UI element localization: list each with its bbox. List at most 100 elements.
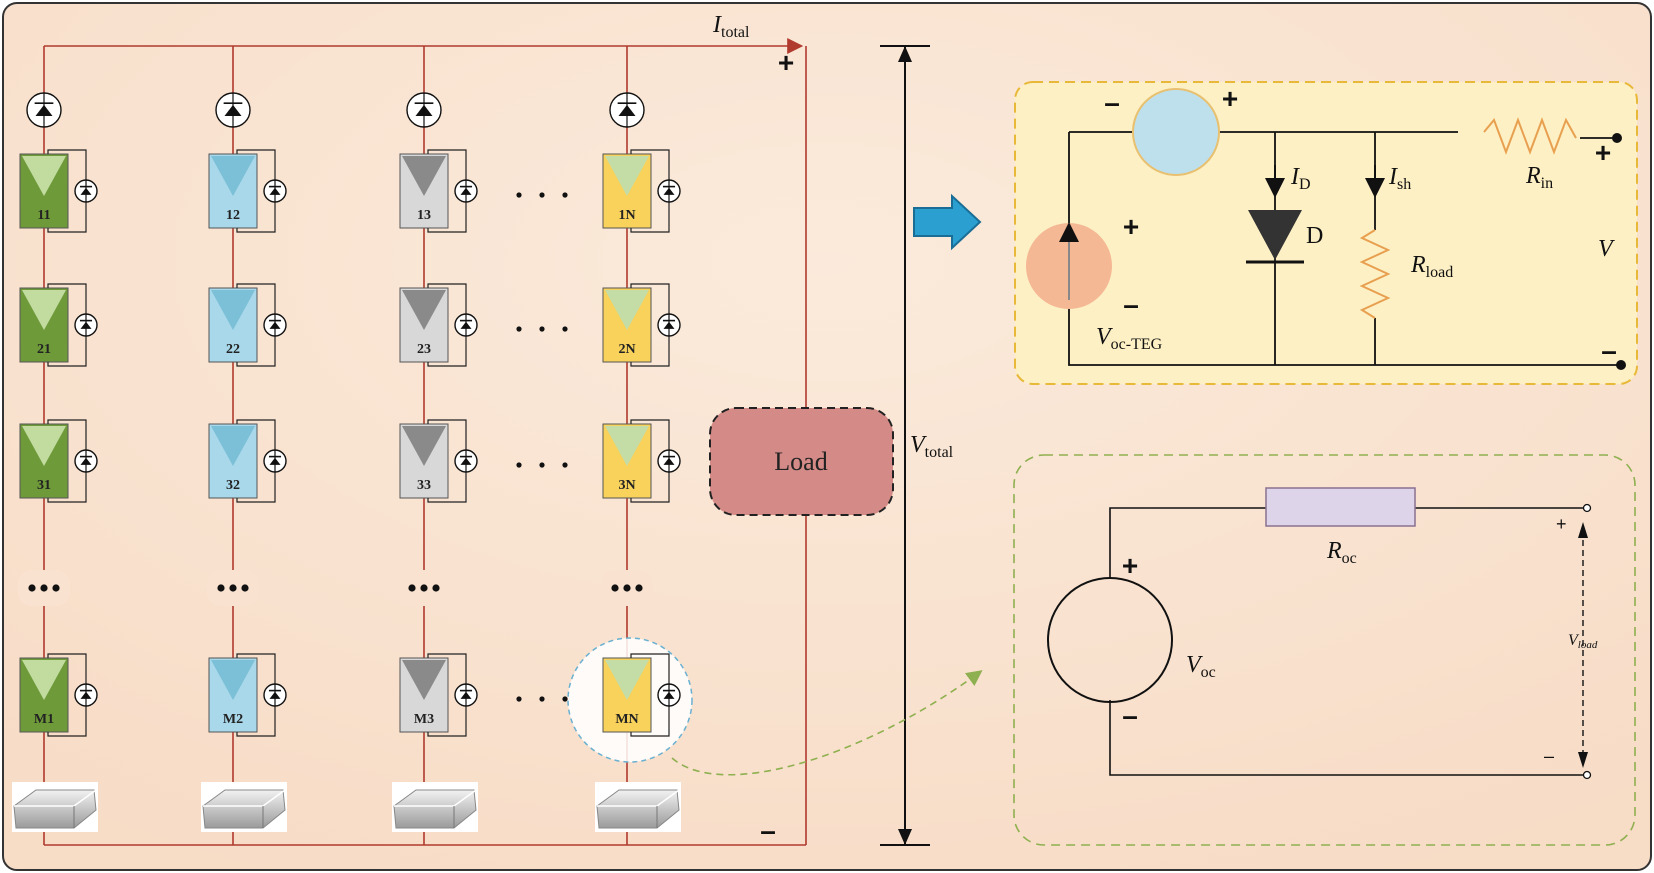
teg-cell-triangle <box>605 426 649 466</box>
teg-cell-32: 32 <box>208 419 287 503</box>
roc-label: Roc <box>1326 538 1357 567</box>
teg-cell-label: 13 <box>417 208 431 223</box>
load-box <box>709 407 894 516</box>
teg-cell-triangle <box>211 660 255 700</box>
teg-cell-label: M3 <box>414 712 434 727</box>
teg-cell-label: MN <box>615 712 638 727</box>
i-total-label: Itotal <box>712 12 750 41</box>
highlighted-teg-cell: MN <box>602 653 681 737</box>
series-source-circle <box>1132 88 1220 176</box>
teg-cell-M3: M3 <box>399 653 478 737</box>
bypass-diode-icon <box>454 449 478 473</box>
teg-cell-MN: MN <box>602 653 681 737</box>
teg-cell-22: 22 <box>208 283 287 367</box>
teg-cell-triangle <box>605 290 649 330</box>
rload-resistor-icon <box>1359 229 1391 319</box>
eq-bottom-wire <box>1109 700 1583 776</box>
row-ellipsis <box>207 570 259 606</box>
teg-cell-label: 3N <box>618 478 635 493</box>
eq-minus-sign: – <box>1544 746 1554 766</box>
blocking-diode-icon <box>215 92 251 128</box>
teg-bottom-wire <box>1068 132 1620 366</box>
eq-plus-terminal <box>1582 503 1592 513</box>
bypass-diode-icon <box>74 683 98 707</box>
equivalent-panel-border <box>1013 454 1636 846</box>
load-label: Load <box>774 447 827 476</box>
blue-arrow-icon <box>913 193 982 251</box>
teg-cell-label: 32 <box>226 478 240 493</box>
teg-cell-label: 22 <box>226 342 240 357</box>
ish-label: Ish <box>1388 164 1411 193</box>
teg-cell-label: 21 <box>37 342 51 357</box>
voc-teg-label: Voc-TEG <box>1096 324 1163 353</box>
voc-minus: – <box>1122 700 1138 731</box>
bypass-diode-icon <box>263 449 287 473</box>
series-plus: + <box>1222 83 1238 114</box>
source-plus: + <box>1123 211 1139 242</box>
teg-array: Itotal + – 112131M1122232M2132333M31N2N3… <box>12 12 983 846</box>
teg-cell-11: 11 <box>19 149 98 233</box>
blocking-diode-icon <box>26 92 62 128</box>
teg-cell-12: 12 <box>208 149 287 233</box>
rload-label: Rload <box>1410 252 1453 281</box>
teg-cell-M1: M1 <box>19 653 98 737</box>
diode-d-icon <box>1248 210 1302 260</box>
teg-cell-M2: M2 <box>208 653 287 737</box>
teg-cell-triangle <box>402 426 446 466</box>
teg-cell-label: 12 <box>226 208 240 223</box>
teg-module-image <box>392 782 478 832</box>
teg-cell-23: 23 <box>399 283 478 367</box>
v-label: V <box>1598 236 1615 262</box>
teg-cell-label: M2 <box>223 712 243 727</box>
eq-minus-terminal <box>1582 770 1592 780</box>
column-ellipsis <box>516 192 568 702</box>
teg-cell-triangle <box>211 290 255 330</box>
teg-minus-terminal <box>1616 360 1626 370</box>
v-total-bottom-arrowhead <box>898 829 912 845</box>
teg-cell-triangle <box>22 426 66 466</box>
bypass-diode-icon <box>263 179 287 203</box>
teg-cell-33: 33 <box>399 419 478 503</box>
zoom-arrow <box>671 670 983 776</box>
voc-plus: + <box>1122 550 1138 581</box>
voc-source-circle <box>1047 577 1173 703</box>
teg-cell-label: 31 <box>37 478 51 493</box>
teg-module-image <box>595 782 681 832</box>
teg-cell-triangle <box>402 660 446 700</box>
v-total-label: Vtotal <box>910 432 954 461</box>
bypass-diode-icon <box>263 313 287 337</box>
teg-cell-label: 23 <box>417 342 431 357</box>
row-ellipsis <box>18 570 70 606</box>
teg-cell-21: 21 <box>19 283 98 367</box>
equivalent-circuit-panel: Roc + – Voc + – Vload <box>1013 454 1636 846</box>
teg-plus-terminal <box>1612 133 1622 143</box>
teg-cell-triangle <box>402 156 446 196</box>
eq-top-left-wire <box>1109 507 1266 578</box>
teg-cell-31: 31 <box>19 419 98 503</box>
teg-cell-triangle <box>605 660 649 700</box>
teg-cell-triangle <box>605 156 649 196</box>
teg-cell-triangle <box>211 156 255 196</box>
bypass-diode-icon <box>657 313 681 337</box>
source-minus: – <box>1123 289 1139 320</box>
array-minus-sign: – <box>760 815 776 846</box>
bypass-diode-icon <box>454 179 478 203</box>
bypass-diode-icon <box>657 683 681 707</box>
bypass-diode-icon <box>454 313 478 337</box>
teg-cell-label: 11 <box>37 208 50 223</box>
output-plus: + <box>1595 137 1611 168</box>
vload-bottom-arrowhead <box>1578 752 1588 768</box>
teg-cell-triangle <box>22 660 66 700</box>
eq-plus-sign: + <box>1556 514 1567 534</box>
teg-cell-label: 2N <box>618 342 635 357</box>
row-ellipsis <box>398 570 450 606</box>
bypass-diode-icon <box>657 179 681 203</box>
roc-resistor-icon <box>1265 487 1416 527</box>
rin-label: Rin <box>1525 163 1553 192</box>
bypass-diode-icon <box>74 313 98 337</box>
teg-cell-label: M1 <box>34 712 54 727</box>
